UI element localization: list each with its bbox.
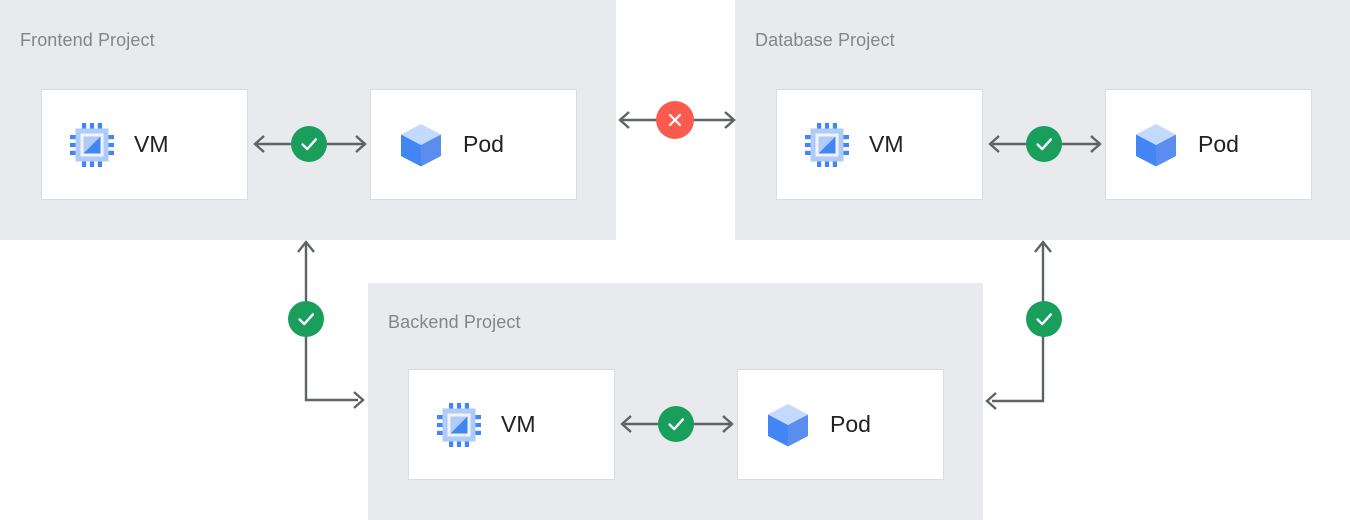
resource-card-backend-pod[interactable]: Pod: [737, 369, 944, 480]
check-icon: [1036, 138, 1053, 151]
check-icon: [1036, 313, 1053, 326]
check-icon: [298, 313, 315, 326]
cpu-chip-icon: [435, 401, 483, 449]
status-badge-blocked-cross-link[interactable]: [656, 101, 694, 139]
x-icon: [668, 113, 682, 127]
resource-label: VM: [501, 411, 536, 437]
cube-icon: [764, 401, 812, 449]
resource-card-database-vm[interactable]: VM: [776, 89, 983, 200]
check-icon: [668, 418, 685, 431]
panel-title-database: Database Project: [755, 30, 895, 50]
cube-icon: [1132, 121, 1180, 169]
status-badge-allowed-backend-link[interactable]: [658, 406, 694, 442]
resource-label: VM: [134, 131, 169, 157]
resource-card-backend-vm[interactable]: VM: [408, 369, 615, 480]
check-icon: [301, 138, 318, 151]
cube-icon: [397, 121, 445, 169]
status-badge-allowed-right-link[interactable]: [1026, 301, 1062, 337]
cpu-chip-icon: [803, 121, 851, 169]
panel-title-backend: Backend Project: [388, 312, 521, 332]
resource-label: Pod: [463, 131, 504, 157]
resource-card-frontend-pod[interactable]: Pod: [370, 89, 577, 200]
resource-label: Pod: [830, 411, 871, 437]
status-badge-allowed-database-link[interactable]: [1026, 126, 1062, 162]
resource-label: Pod: [1198, 131, 1239, 157]
status-badge-allowed-frontend-link[interactable]: [291, 126, 327, 162]
cpu-chip-icon: [68, 121, 116, 169]
resource-card-frontend-vm[interactable]: VM: [41, 89, 248, 200]
panel-title-frontend: Frontend Project: [20, 30, 155, 50]
resource-label: VM: [869, 131, 904, 157]
resource-card-database-pod[interactable]: Pod: [1105, 89, 1312, 200]
status-badge-allowed-left-link[interactable]: [288, 301, 324, 337]
